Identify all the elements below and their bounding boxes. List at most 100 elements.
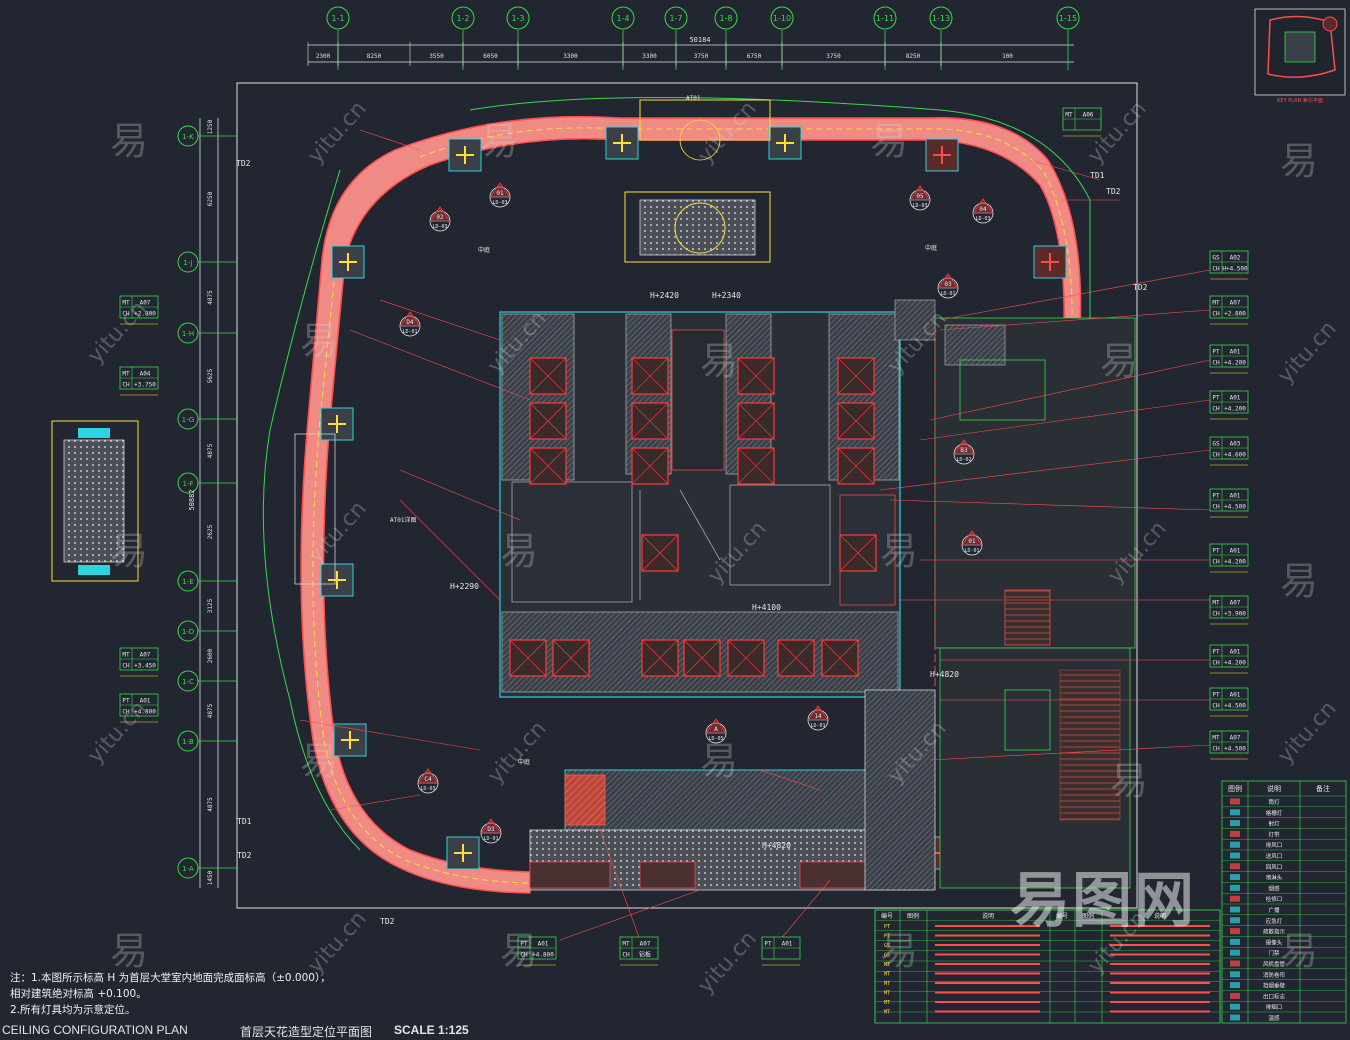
tag-code: MT — [1212, 600, 1220, 607]
section-number: 02 — [436, 214, 444, 221]
legend-header: 图例 — [1228, 784, 1242, 793]
tag-code: PT — [1212, 548, 1220, 555]
legend-header: 编号 — [881, 912, 893, 920]
axis-label: 1-3 — [511, 14, 524, 23]
section-number: D3 — [487, 826, 495, 833]
tag-value: A02 — [1230, 255, 1241, 262]
tag-code: MT — [1212, 735, 1220, 742]
column-marker — [605, 126, 639, 160]
key-plan-label: KEY PLAN 索引平面 — [1277, 97, 1323, 104]
axis-label: 1-A — [182, 865, 194, 873]
at01-label: AT01 — [686, 95, 701, 102]
column-marker — [333, 723, 367, 757]
axis-label: 1-1 — [331, 14, 344, 23]
axis-bubble-left: 1-B — [177, 730, 236, 752]
dimension-text: 5625 — [207, 368, 214, 383]
left-dimension-texts: 1250625048755625487526253125260048754875… — [207, 119, 214, 885]
axis-label: 1-E — [182, 578, 193, 586]
at01-skylight — [624, 99, 771, 263]
axis-label: 1-D — [182, 628, 194, 636]
elevator-car — [683, 639, 721, 677]
tag-value: +2.800 — [1224, 311, 1246, 318]
atrium-label-2: 中庭 — [925, 244, 937, 252]
tag-code: MT — [622, 941, 630, 948]
dimension-text: 4875 — [207, 290, 214, 305]
drawing-frame — [236, 82, 1138, 909]
legend-item: 消防卷帘 — [1263, 971, 1286, 979]
dimension-text: 3125 — [207, 598, 214, 613]
axis-label: 1-10 — [773, 14, 791, 23]
section-number: B3 — [960, 447, 968, 454]
td2-label-south: TD2 — [380, 917, 395, 926]
tag-value: A01 — [782, 941, 793, 948]
tag-code: PT — [1212, 349, 1220, 356]
axis-label: 1-J — [183, 259, 192, 267]
tag-value: H+4.500 — [1222, 266, 1248, 273]
height-label: H+2420 — [650, 291, 679, 300]
left-axis-bubbles: 1-K1-J1-H1-G1-F1-E1-D1-C1-B1-A — [177, 125, 236, 879]
legend-item: 格栅灯 — [1266, 809, 1283, 817]
column-marker — [448, 138, 482, 172]
legend-code: MT — [884, 962, 890, 968]
td2-label-bottom: TD2 — [237, 851, 252, 860]
tag-code: CH — [1212, 660, 1220, 667]
legend-code: MT — [884, 991, 890, 997]
section-ref: LD-03 — [912, 203, 927, 209]
height-label: H+2290 — [450, 582, 479, 591]
key-plan — [1254, 8, 1346, 96]
section-ref: LD-02 — [956, 457, 971, 463]
dimension-text: 2300 — [316, 53, 331, 60]
legend-item: 疏散指示 — [1263, 928, 1286, 936]
tag-code: PT — [764, 941, 772, 948]
dimension-text: 4875 — [207, 443, 214, 458]
legend-code: GS — [884, 943, 890, 949]
legend-code: PT — [884, 924, 890, 930]
section-ref: LD-01 — [964, 548, 979, 554]
atrium-label-1: 中庭 — [478, 246, 490, 254]
legend-item: 喷淋头 — [1266, 874, 1283, 882]
tag-value: +4.200 — [1224, 406, 1246, 413]
legend-code: PT — [884, 934, 890, 940]
title-block: CEILING CONFIGURATION PLAN 首层天花造型定位平面图 S… — [0, 1022, 1350, 1039]
height-label: H+4820 — [762, 841, 791, 850]
elevator-car — [737, 357, 775, 395]
at01-detail-label: AT01详图 — [390, 516, 416, 524]
tag-value: A01 — [1230, 493, 1241, 500]
tag-code: PT — [520, 941, 528, 948]
tag-value: +4.500 — [1224, 746, 1246, 753]
tag-code: CH — [622, 952, 630, 959]
tag-value: +2.800 — [134, 311, 156, 318]
elevator-car — [529, 447, 567, 485]
td1-label-left: TD1 — [237, 817, 252, 826]
axis-bubble-top: 1-15 — [1056, 6, 1080, 70]
legend-item: 射灯 — [1268, 820, 1280, 828]
tag-code: CH — [1212, 504, 1220, 511]
ring-centerline — [312, 127, 1073, 884]
elevator-car — [837, 402, 875, 440]
note-line: 相对建筑绝对标高 +0.100。 — [10, 988, 147, 1000]
axis-label: 1-F — [182, 480, 193, 488]
title-cn: 首层天花造型定位平面图 — [240, 1025, 373, 1039]
left-dimension-chain — [199, 118, 219, 888]
note-line: 注：1.本图所示标高 H 为首层大堂室内地面完成面标高（±0.000）， — [10, 972, 331, 984]
tag-value: A07 — [1230, 735, 1241, 742]
axis-label: 1-11 — [876, 14, 894, 23]
tag-code: GS — [1212, 441, 1220, 448]
tag-value: +4.500 — [1224, 504, 1246, 511]
axis-bubble-left: 1-E — [177, 570, 236, 592]
